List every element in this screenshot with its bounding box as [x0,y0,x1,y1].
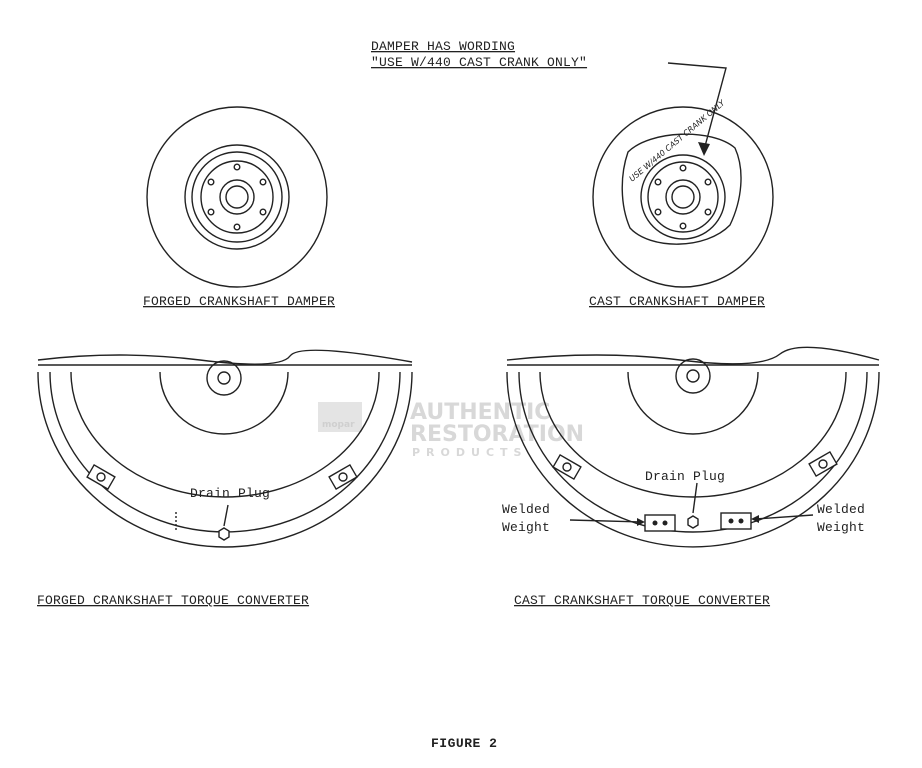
cast-converter-label: CAST CRANKSHAFT TORQUE CONVERTER [514,593,770,608]
mopar-logo-icon [318,402,362,432]
welded-weight-left-label-2: Weight [502,520,550,535]
forged-damper-drawing [146,106,328,288]
watermark-line3: PRODUCTS [412,446,527,459]
cast-converter-drawing [506,346,880,548]
cast-damper-label: CAST CRANKSHAFT DAMPER [589,294,765,309]
cast-damper-drawing: USE W/440 CAST CRANK ONLY [592,98,774,288]
welded-weight-right-label-1: Welded [817,502,865,517]
forged-drain-plug-label: Drain Plug [190,486,270,501]
annotation-leader-line [667,62,727,151]
forged-converter-drawing [37,349,413,548]
damper-stamp-text: USE W/440 CAST CRANK ONLY [628,98,728,184]
cast-drain-plug-label: Drain Plug [645,469,725,484]
watermark: mopar AUTHENTIC RESTORATION PRODUCTS [318,400,584,459]
drain-plug-icon [218,527,230,541]
annotation-line2: "USE W/440 CAST CRANK ONLY" [371,55,587,70]
welded-weight-right-label-2: Weight [817,520,865,535]
welded-weight-right-icon [720,512,752,530]
welded-weight-left-icon [644,514,676,532]
drain-plug-icon [687,515,699,529]
watermark-line2: RESTORATION [410,422,584,447]
forged-damper-label: FORGED CRANKSHAFT DAMPER [143,294,335,309]
annotation-line1: DAMPER HAS WORDING [371,39,515,54]
annotation-arrowhead-icon [698,142,710,156]
welded-weight-left-label-1: Welded [502,502,550,517]
forged-converter-label: FORGED CRANKSHAFT TORQUE CONVERTER [37,593,309,608]
watermark-brand: mopar [322,420,355,430]
figure-caption: FIGURE 2 [431,736,497,751]
damper-annotation: DAMPER HAS WORDING "USE W/440 CAST CRANK… [371,39,727,156]
